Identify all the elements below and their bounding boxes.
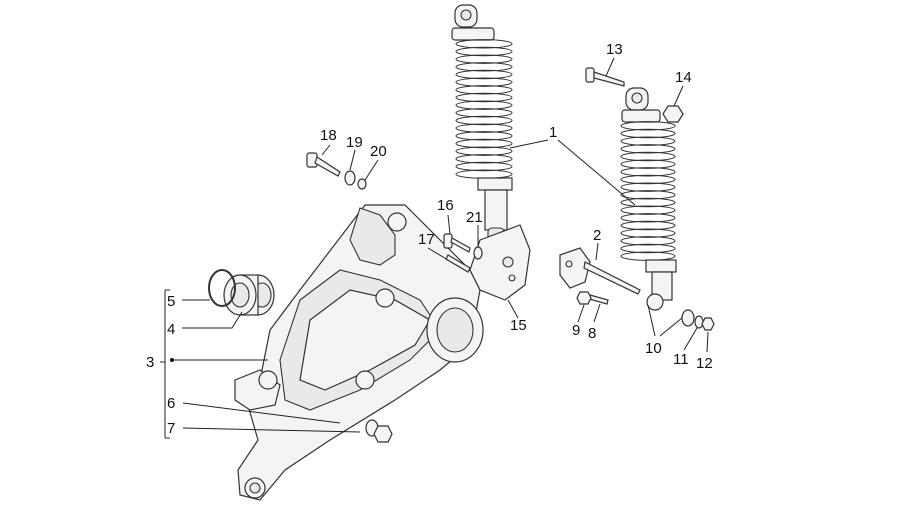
callout-18: 18 [320,127,337,144]
callout-3: 3 [146,354,154,371]
washer-11 [694,315,704,329]
washer-19 [344,170,356,186]
bearing-4 [223,274,275,316]
callout-10: 10 [645,340,662,357]
callout-9: 9 [572,322,580,339]
washer-9 [576,291,592,305]
callout-4: 4 [167,321,175,338]
bolt-18 [306,152,341,177]
callout-7: 7 [167,420,175,437]
callout-16: 16 [437,197,454,214]
bracket-15 [469,224,531,301]
washer-20 [357,178,367,190]
callout-14: 14 [675,69,692,86]
callout-5: 5 [167,293,175,310]
washer-21 [473,246,483,260]
callout-12: 12 [696,355,713,372]
callout-6: 6 [167,395,175,412]
right-shock-spring [620,121,676,261]
left-shock-absorber [451,4,513,247]
callout-15: 15 [510,317,527,334]
bolt-8 [588,294,609,305]
callout-17: 17 [418,231,435,248]
callout-2: 2 [593,227,601,244]
nut-12 [701,317,715,331]
callout-labels: 1 2 3 4 5 6 7 8 9 10 11 12 13 14 15 16 1… [146,41,713,437]
nut-7 [373,425,393,443]
right-shock-absorber [620,87,677,311]
callout-8: 8 [588,325,596,342]
callout-11: 11 [673,351,689,368]
left-shock-spring [455,39,513,179]
bracket-2 [559,247,641,295]
circlip-5 [208,269,236,307]
leader-lines [160,57,709,439]
callout-19: 19 [346,134,363,151]
washer-10 [681,309,695,327]
swingarm [234,204,484,501]
callout-13: 13 [606,41,623,58]
callout-20: 20 [370,143,387,160]
bolt-16 [443,233,471,253]
callout-21: 21 [466,209,483,226]
bolt-13 [585,67,625,87]
callout-1: 1 [549,124,557,141]
nut-14 [662,105,684,123]
bolt-17 [445,254,471,273]
